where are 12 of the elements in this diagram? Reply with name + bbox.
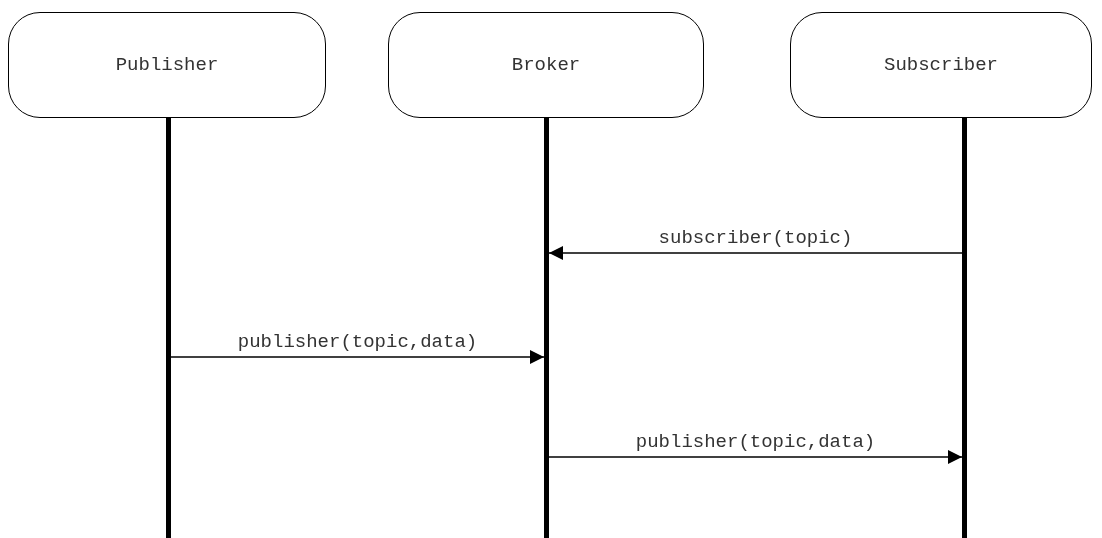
participant-box [8, 12, 326, 118]
message-arrow [170, 350, 545, 364]
participant-box [790, 12, 1092, 118]
participant-box [388, 12, 704, 118]
participant-name: Publisher [115, 52, 219, 78]
message-arrow [548, 450, 963, 464]
participant-name: Broker [511, 52, 581, 78]
lifeline-bar [544, 118, 549, 538]
message-arrow [548, 246, 963, 260]
lifeline-bar [166, 118, 171, 538]
participant-name: Subscriber [884, 52, 998, 78]
lifeline-bar [962, 118, 967, 538]
